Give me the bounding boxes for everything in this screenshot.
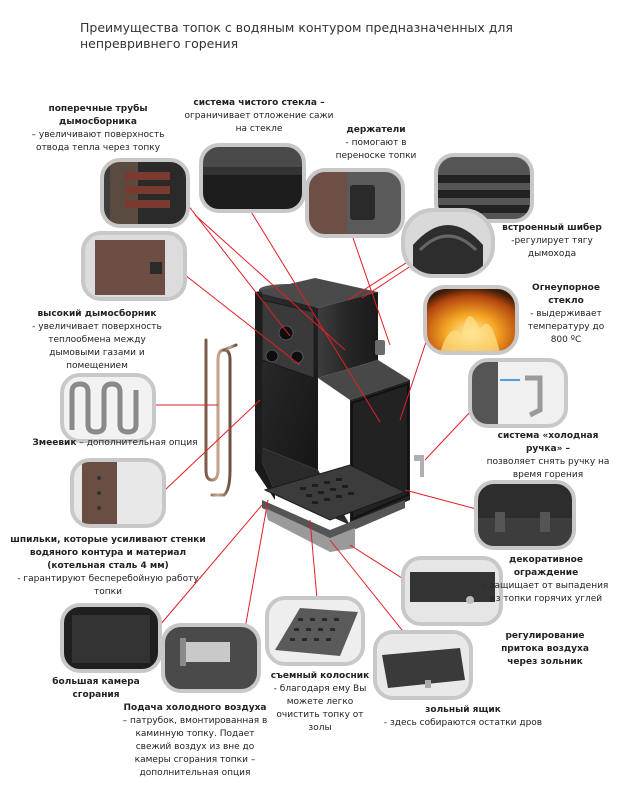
thumb-combustion-chamber xyxy=(60,603,162,673)
label-pins: шпильки, которые усиливают стенки водяно… xyxy=(8,534,208,599)
label-desc: - защищает от выпадения из топки горячих… xyxy=(483,581,609,604)
label-refractory: Огнеупорное стекло - выдерживает темпера… xyxy=(521,282,611,347)
label-desc: – увеличивают поверхность отвода тепла ч… xyxy=(31,130,165,153)
label-desc: - выдерживает температуру до 800 ºC xyxy=(527,309,605,345)
label-title: съемный колосник xyxy=(270,671,370,681)
label-holders: держатели - помогают в переноске топки xyxy=(320,124,432,163)
label-title: зольный ящик xyxy=(425,705,501,715)
thumb-cold-handle xyxy=(468,358,568,428)
coil-illustration xyxy=(198,298,238,497)
label-desc: ограничивает отложение сажи на стекле xyxy=(184,111,334,134)
label-grate: съемный колосник - благодаря ему Вы може… xyxy=(268,670,372,735)
label-title: система чистого стекла – xyxy=(193,98,325,108)
label-cold-air: Подача холодного воздуха – патрубок, вмо… xyxy=(120,702,270,780)
label-desc: - гарантируют бесперебойную работу топки xyxy=(17,574,199,597)
label-tubes: поперечные трубы дымосборника – увеличив… xyxy=(18,103,178,155)
label-title: Огнеупорное стекло xyxy=(532,283,600,306)
label-title: декоративное ограждение xyxy=(509,555,583,578)
label-desc: - благодаря ему Вы можете легко очистить… xyxy=(273,684,367,733)
label-glass: система чистого стекла – ограничивает от… xyxy=(184,97,334,136)
label-desc: -регулирует тягу дымохода xyxy=(511,236,593,259)
thumb-pins xyxy=(70,458,166,528)
label-title: регулирование притока воздуха через золь… xyxy=(501,631,589,667)
thumb-air-control xyxy=(401,556,503,626)
label-ash-box: зольный ящик - здесь собираются остатки … xyxy=(378,704,548,730)
label-title: большая камера сгорания xyxy=(52,677,140,700)
label-handle: система «холодная ручка» – позволяет сня… xyxy=(478,430,618,482)
thumb-damper xyxy=(401,208,495,278)
thumb-decor-guard xyxy=(474,480,576,550)
thumb-tubes xyxy=(100,158,190,228)
label-title: держатели xyxy=(346,125,406,135)
label-guard: декоративное ограждение - защищает от вы… xyxy=(482,554,610,606)
label-desc: – патрубок, вмонтированная в каминную то… xyxy=(122,716,268,778)
label-title: высокий дымосборник xyxy=(37,309,157,319)
thumb-cold-air xyxy=(161,623,261,693)
label-title: Змеевик xyxy=(32,438,77,448)
label-desc: - увеличивает поверхность теплообмена ме… xyxy=(32,322,162,371)
label-desc: - здесь собираются остатки дров xyxy=(383,718,543,728)
label-title: встроенный шибер xyxy=(502,223,602,233)
label-desc: – дополнительная опция xyxy=(79,438,198,448)
thumb-grate xyxy=(265,596,365,666)
label-title: система «холодная ручка» – xyxy=(497,431,599,454)
label-desc: позволяет снять ручку на время горения xyxy=(486,457,610,480)
label-collector: высокий дымосборник - увеличивает поверх… xyxy=(22,308,172,373)
label-title: шпильки, которые усиливают стенки водяно… xyxy=(10,535,206,571)
label-air-control: регулирование притока воздуха через золь… xyxy=(485,630,605,669)
label-coil: Змеевик – дополнительная опция xyxy=(20,437,210,450)
thumb-refractory-glass xyxy=(423,285,519,355)
thumb-glass-system xyxy=(199,143,306,213)
label-title: поперечные трубы дымосборника xyxy=(48,104,148,127)
thumb-coil xyxy=(60,373,156,443)
thumb-holders xyxy=(305,168,405,238)
thumb-collector xyxy=(81,231,187,301)
label-damper: встроенный шибер -регулирует тягу дымохо… xyxy=(497,222,607,261)
page-title: Преимущества топок с водяным контуром пр… xyxy=(80,20,513,51)
fireplace-insert xyxy=(255,278,424,552)
label-desc: - помогают в переноске топки xyxy=(335,138,417,161)
label-title: Подача холодного воздуха xyxy=(123,703,267,713)
label-chamber: большая камера сгорания xyxy=(46,676,146,702)
thumb-ash-box xyxy=(373,630,473,700)
